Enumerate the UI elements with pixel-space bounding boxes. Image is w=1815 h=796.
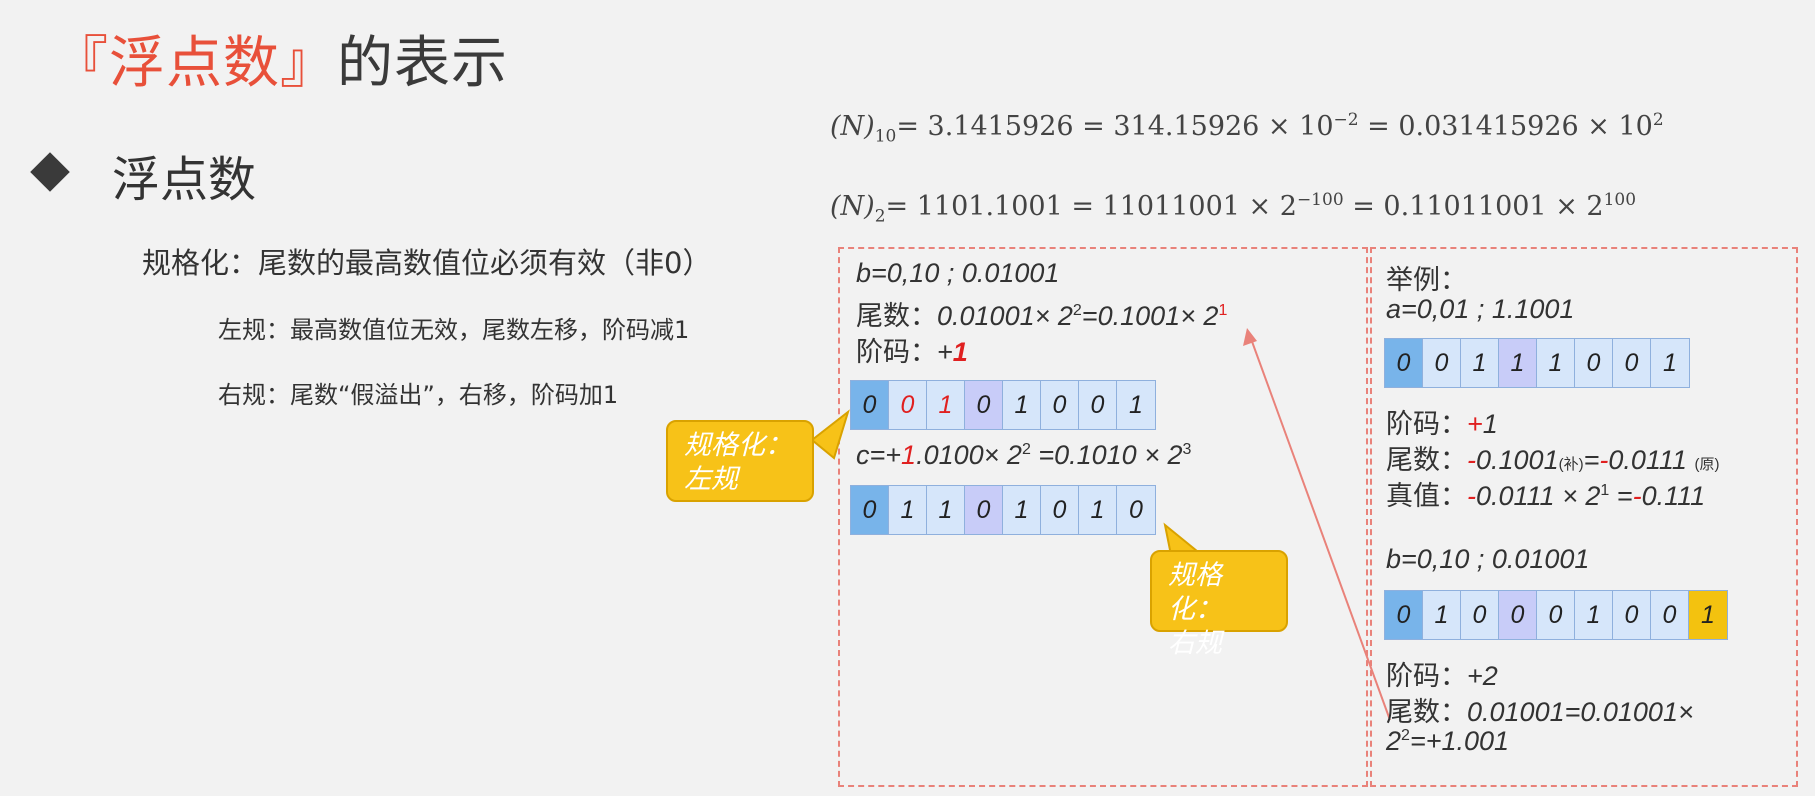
right-true-value-line: 真值：-0.0111 × 21 =-0.111	[1386, 481, 1706, 511]
bit-cell: 1	[1575, 591, 1613, 639]
normalize-rule: 规格化：尾数的最高数值位必须有效（非0）	[142, 246, 712, 280]
title-highlight: 『浮点数』	[52, 31, 337, 96]
bit-cell: 0	[1537, 591, 1575, 639]
bit-cell: 1	[1003, 381, 1041, 429]
bit-cell: 1	[1003, 486, 1041, 534]
bit-cell: 1	[1499, 339, 1537, 387]
bit-cell: 0	[1041, 381, 1079, 429]
page-title: 『浮点数』的表示	[52, 18, 508, 99]
right-mantissa2-line2: 22=+1.001	[1386, 726, 1510, 756]
arrow-line	[1249, 335, 1391, 721]
bit-cell: 1	[927, 381, 965, 429]
callout-left-normalize: 规格化： 左规	[666, 420, 814, 502]
bit-cell: 0	[1079, 381, 1117, 429]
right-example-box	[1370, 247, 1798, 787]
bit-cell: 0	[1423, 339, 1461, 387]
left-normalize-rule: 左规：最高数值位无效，尾数左移，阶码减1	[218, 316, 690, 344]
bit-cell: 1	[889, 486, 927, 534]
right-mantissa2-line: 尾数：0.01001=0.01001×	[1386, 697, 1694, 727]
bit-cell: 0	[1041, 486, 1079, 534]
formula-decimal: (N)10= 3.1415926 = 314.15926 × 10−2 = 0.…	[830, 110, 1664, 147]
bit-cell: 0	[851, 381, 889, 429]
left-c-line: c=+1.0100× 22 =0.1010 × 23	[856, 440, 1192, 470]
left-mantissa-line: 尾数：0.01001× 22=0.1001× 21	[856, 301, 1228, 331]
bit-cell: 0	[1613, 339, 1651, 387]
right-normalize-rule: 右规：尾数“假溢出”，右移，阶码加1	[218, 381, 619, 409]
bit-cell: 0	[1385, 591, 1423, 639]
bit-cell: 1	[1117, 381, 1155, 429]
bit-cell: 0	[1651, 591, 1689, 639]
bit-cell: 0	[1385, 339, 1423, 387]
bit-cell: 1	[927, 486, 965, 534]
bit-cell: 0	[965, 381, 1003, 429]
arrow-head-icon	[1243, 328, 1257, 346]
bit-cell: 0	[889, 381, 927, 429]
bit-cell: 0	[965, 486, 1003, 534]
callout-right-normalize: 规格化： 右规	[1150, 550, 1288, 658]
bit-cell: 0	[1499, 591, 1537, 639]
right-mantissa-line: 尾数：-0.1001(补)=-0.0111 (原)	[1386, 445, 1720, 475]
formula-binary: (N)2= 1101.1001 = 11011001 × 2−100 = 0.1…	[830, 190, 1637, 227]
right-a-line: a=0,01 ; 1.1001	[1386, 294, 1575, 324]
example-label: 举例：	[1386, 265, 1467, 295]
bit-cell: 1	[1079, 486, 1117, 534]
left-callout-pointer	[810, 409, 850, 460]
bit-cell: 0	[851, 486, 889, 534]
bit-cell: 1	[1423, 591, 1461, 639]
title-rest: 的表示	[337, 31, 508, 96]
bit-cell: 1	[1651, 339, 1689, 387]
left-b-line: b=0,10 ; 0.01001	[856, 258, 1060, 288]
right-b-line: b=0,10 ; 0.01001	[1386, 544, 1590, 574]
right-exponent-line: 阶码：+1	[1386, 409, 1498, 439]
right-exponent2-line: 阶码：+2	[1386, 661, 1498, 691]
bit-cell: 1	[1461, 339, 1499, 387]
bit-cell: 0	[1461, 591, 1499, 639]
bit-cell: 0	[1575, 339, 1613, 387]
left-exponent-line: 阶码：+1	[856, 337, 968, 367]
bit-cell: 0	[1613, 591, 1651, 639]
section-heading: 浮点数	[112, 152, 257, 208]
bit-cell: 1	[1689, 591, 1727, 639]
bit-cell: 0	[1117, 486, 1155, 534]
bit-cell: 1	[1537, 339, 1575, 387]
left-example-box	[838, 247, 1368, 787]
